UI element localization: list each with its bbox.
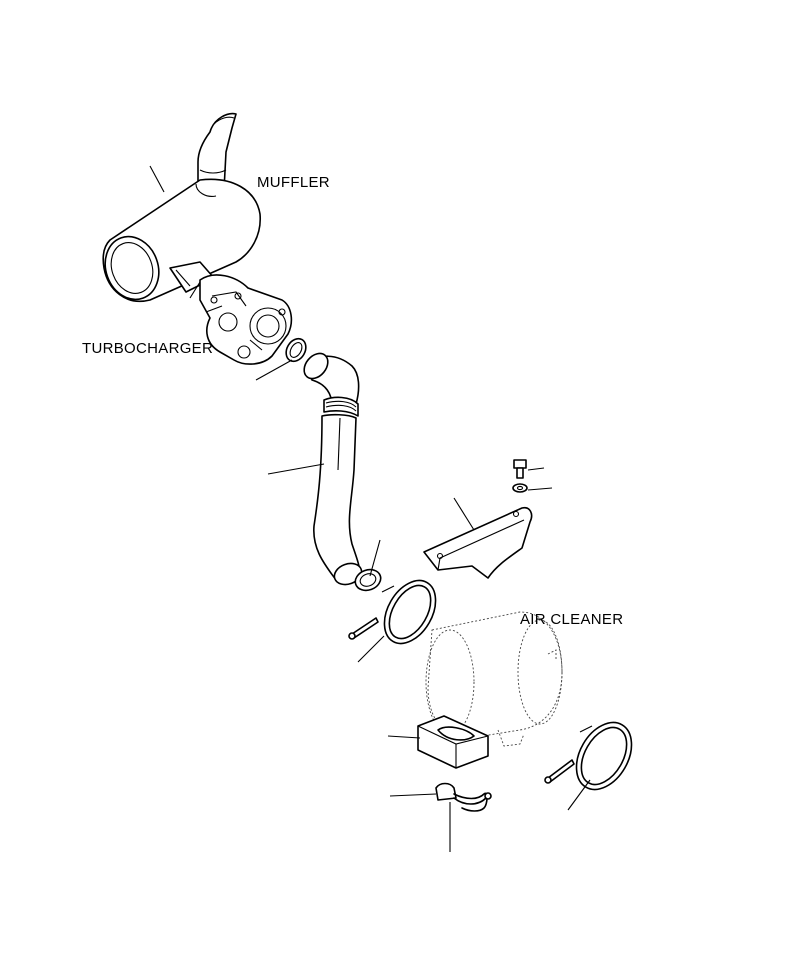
turbo-hose-clamp xyxy=(285,337,307,363)
mounting-band-left xyxy=(381,579,437,645)
muffler xyxy=(102,112,261,303)
intake-hose xyxy=(313,413,363,586)
label-muffler: MUFFLER xyxy=(257,174,330,191)
leader-lines xyxy=(149,165,591,852)
rubber-cushion xyxy=(417,715,489,769)
air-cleaner-bracket xyxy=(423,506,533,579)
bracket-bolt xyxy=(513,459,527,479)
bracket-washer xyxy=(512,483,528,493)
mounting-band-right xyxy=(575,721,633,791)
band-bolt-right xyxy=(544,759,575,784)
label-air-cleaner: AIR CLEANER xyxy=(520,611,623,628)
hose-clamp-lower xyxy=(354,568,382,592)
band-bolt-left xyxy=(348,617,379,640)
elbow-hose xyxy=(303,352,360,417)
turbocharger xyxy=(199,274,293,365)
label-turbocharger: TURBOCHARGER xyxy=(82,340,213,357)
dust-indicator-sensor xyxy=(435,782,492,812)
